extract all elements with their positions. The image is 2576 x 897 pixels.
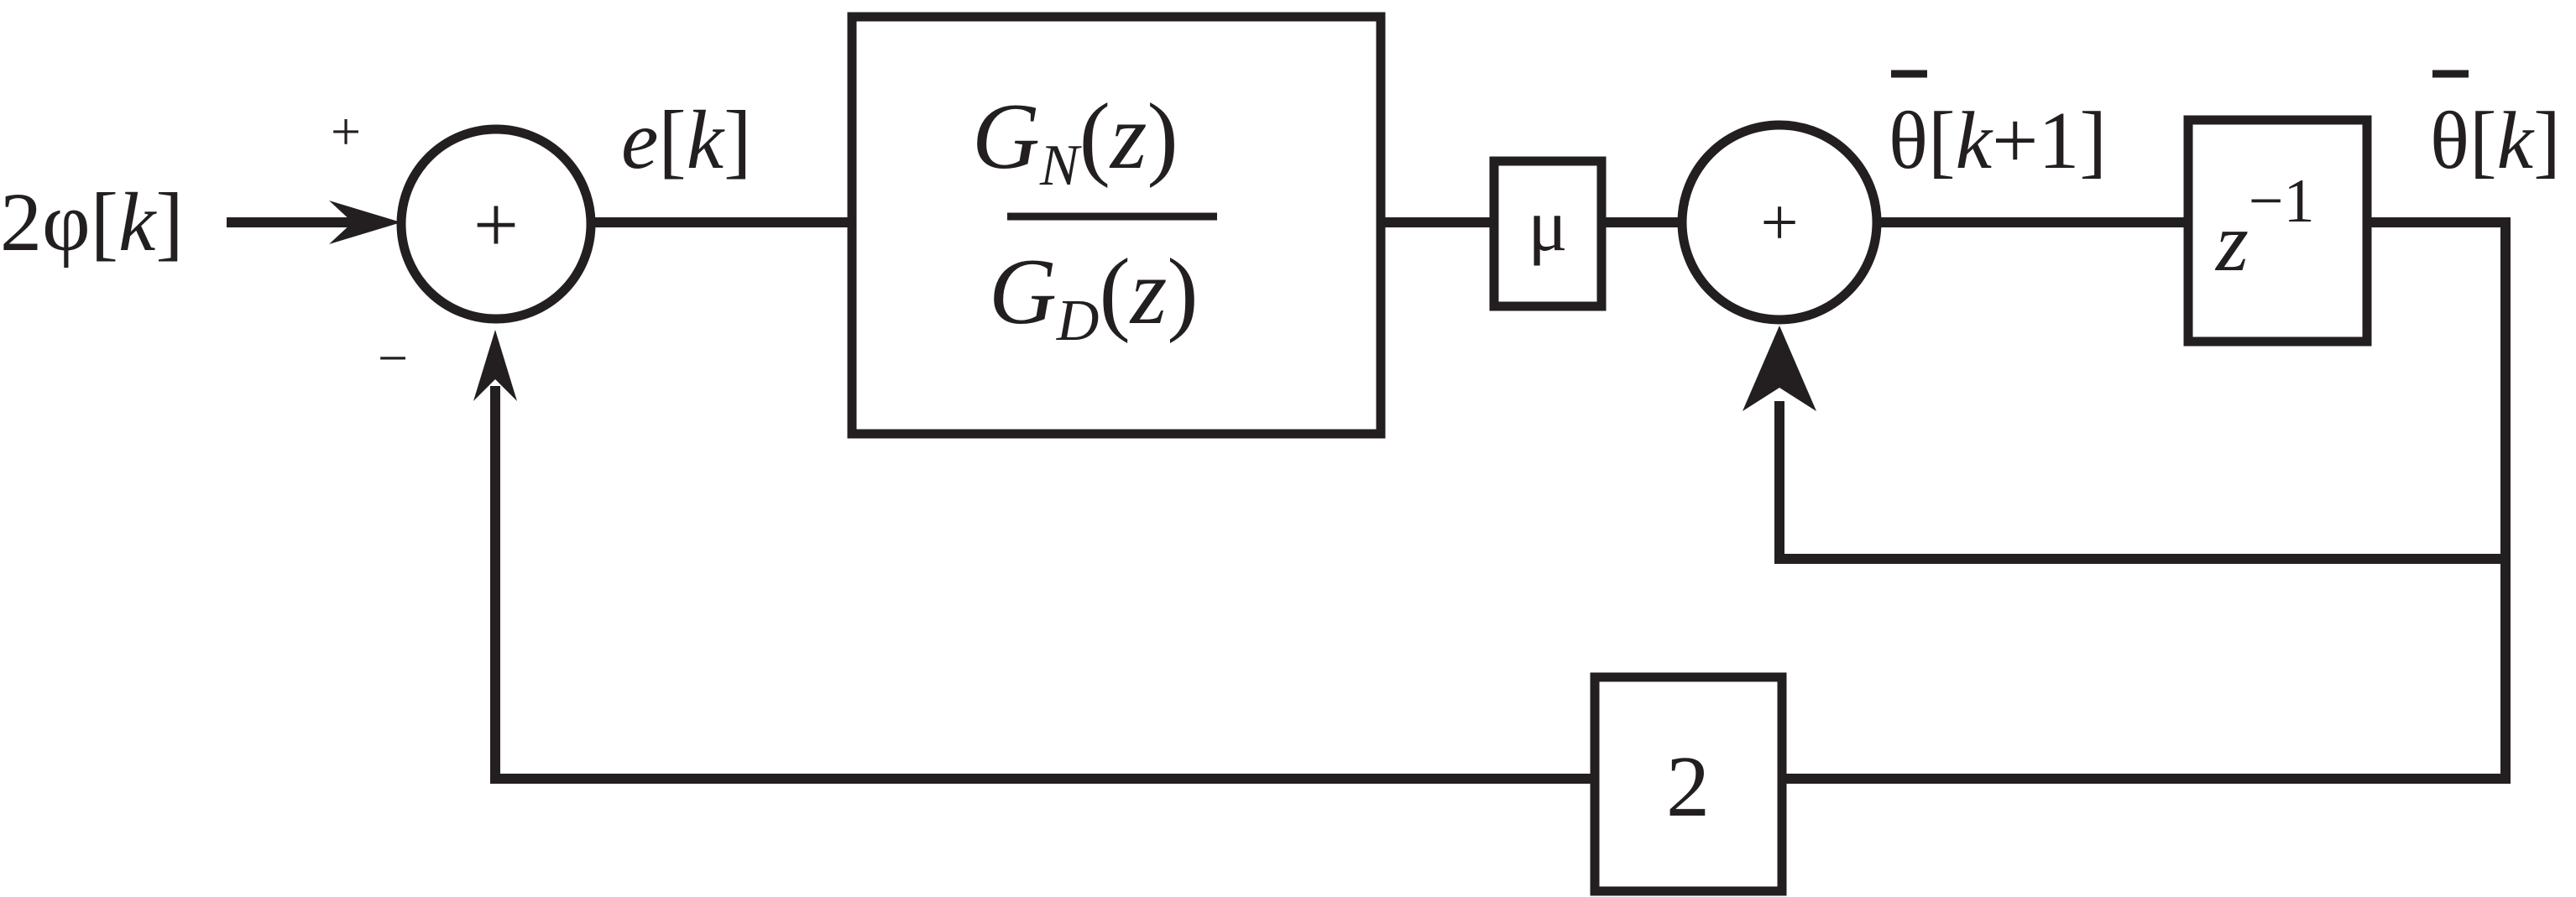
summer2-feedback-arrowhead <box>1743 326 1816 411</box>
delay-output-wire <box>1782 217 2511 784</box>
feedback-gain-label: 2 <box>1666 738 1710 835</box>
svg-text:θ[k]: θ[k] <box>2430 96 2561 186</box>
filter-denominator: GD(z) <box>989 240 1199 353</box>
inner-feedback-wire <box>1774 401 2505 564</box>
input-signal-label: 2φ[k] <box>0 175 184 269</box>
svg-text:θ[k+1]: θ[k+1] <box>1889 96 2107 186</box>
summer2-plus-sign: + <box>1760 186 1798 260</box>
gain-mu-label: μ <box>1528 185 1567 267</box>
gain-mu-block: μ <box>1489 156 1607 311</box>
summer1-plus-sign: + <box>473 180 519 269</box>
feedback-gain-block: 2 <box>1590 672 1787 896</box>
unit-delay-label: z−1 <box>2214 167 2315 289</box>
loop-filter-block: GN(z) GD(z) <box>847 12 1386 439</box>
summer1-negative-input-sign: − <box>378 328 408 388</box>
unit-delay-block: z−1 <box>2183 115 2372 347</box>
summing-junction-2: + <box>1677 120 1882 325</box>
theta-output-label: θ[k] <box>2430 70 2561 186</box>
summing-junction-1: + <box>396 124 596 324</box>
theta-next-label: θ[k+1] <box>1889 70 2107 186</box>
summer1-positive-input-sign: + <box>331 102 361 161</box>
input-arrowhead <box>329 201 401 244</box>
filter-numerator: GN(z) <box>972 85 1178 198</box>
outer-feedback-wire <box>490 386 1595 784</box>
error-signal-label: e[k] <box>621 93 751 186</box>
summer1-feedback-arrowhead <box>473 330 517 401</box>
